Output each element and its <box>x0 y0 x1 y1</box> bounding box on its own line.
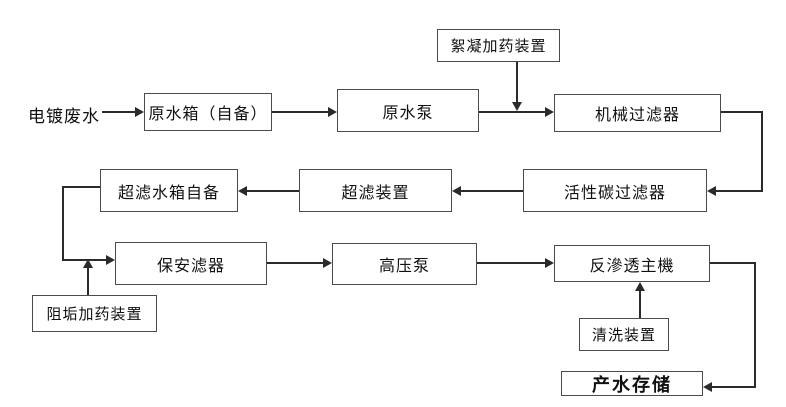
node-uf-water-tank-label: 超滤水箱自备 <box>117 184 220 202</box>
node-cleaning-unit-label: 清洗装置 <box>591 327 656 344</box>
edge-source-to-tank <box>102 111 135 113</box>
arrowhead-into-product-storage <box>703 382 712 392</box>
arrowhead-into-uf-unit <box>452 186 461 196</box>
edge-pump-to-mech-filter <box>479 111 545 113</box>
arrowhead-into-uf-water-tank <box>238 186 247 196</box>
node-product-water-storage: 产水存储 <box>561 371 703 396</box>
edge-uf-to-uf-tank <box>247 190 299 192</box>
arrowhead-flocculation-into-line <box>512 102 522 111</box>
node-product-water-storage-label: 产水存储 <box>592 374 672 395</box>
arrowhead-into-hp-pump <box>323 258 332 268</box>
node-raw-water-pump: 原水泵 <box>337 89 479 132</box>
node-high-pressure-pump-label: 高压泵 <box>378 258 430 275</box>
node-uf-water-tank: 超滤水箱自备 <box>100 169 238 212</box>
node-mechanical-filter: 机械过滤器 <box>554 94 721 132</box>
node-flocculation-dosing: 絮凝加药装置 <box>437 29 560 62</box>
arrowhead-into-mechanical-filter <box>545 107 554 117</box>
arrowhead-into-ro-main-unit <box>545 258 554 268</box>
node-high-pressure-pump: 高压泵 <box>332 243 477 285</box>
node-activated-carbon-filter-label: 活性碳过滤器 <box>563 184 666 202</box>
node-security-filter-label: 保安滤器 <box>156 257 225 275</box>
edge-uf-tank-out-h <box>62 186 100 188</box>
node-activated-carbon-filter: 活性碳过滤器 <box>523 169 707 212</box>
edge-uf-tank-out-v <box>62 186 64 261</box>
edge-into-product-storage-h <box>712 386 754 388</box>
edge-carbon-to-uf <box>461 190 523 192</box>
edge-hp-pump-to-ro <box>477 262 545 264</box>
edge-ro-out-v <box>754 262 756 388</box>
node-uf-unit: 超滤装置 <box>299 169 452 212</box>
node-security-filter: 保安滤器 <box>115 242 267 285</box>
edge-ro-out-h <box>710 262 756 264</box>
node-uf-unit-label: 超滤装置 <box>341 184 410 202</box>
node-raw-water-pump-label: 原水泵 <box>382 104 434 122</box>
source-label: 电镀废水 <box>28 107 100 126</box>
edge-into-carbon-filter-h <box>716 190 763 192</box>
node-raw-water-tank-label: 原水箱（自备） <box>148 106 268 123</box>
node-antiscalant-dosing: 阻垢加药装置 <box>32 295 157 332</box>
node-ro-main-unit: 反滲透主機 <box>554 245 710 282</box>
edge-antiscalant-up-v <box>87 268 89 295</box>
arrowhead-into-raw-water-pump <box>328 107 337 117</box>
node-cleaning-unit: 清洗装置 <box>579 318 669 351</box>
node-mechanical-filter-label: 机械过滤器 <box>594 107 680 124</box>
edge-tank-to-pump <box>272 111 328 113</box>
node-ro-main-unit-label: 反滲透主機 <box>589 257 675 275</box>
arrowhead-into-raw-water-tank <box>135 107 144 117</box>
edge-cleaning-up-v <box>639 291 641 318</box>
edge-mech-filter-out-h <box>721 111 763 113</box>
edge-mech-filter-out-v <box>761 111 763 191</box>
node-flocculation-dosing-label: 絮凝加药装置 <box>450 38 547 55</box>
edge-security-to-hp-pump <box>267 262 323 264</box>
arrowhead-into-security-filter <box>106 255 115 265</box>
node-antiscalant-dosing-label: 阻垢加药装置 <box>46 306 143 323</box>
arrowhead-into-carbon-filter <box>707 186 716 196</box>
edge-flocculation-dosing-drop <box>516 62 518 103</box>
arrowhead-antiscalant-into-line <box>83 259 93 268</box>
node-raw-water-tank: 原水箱（自备） <box>144 93 272 131</box>
arrowhead-cleaning-into-ro <box>635 282 645 291</box>
